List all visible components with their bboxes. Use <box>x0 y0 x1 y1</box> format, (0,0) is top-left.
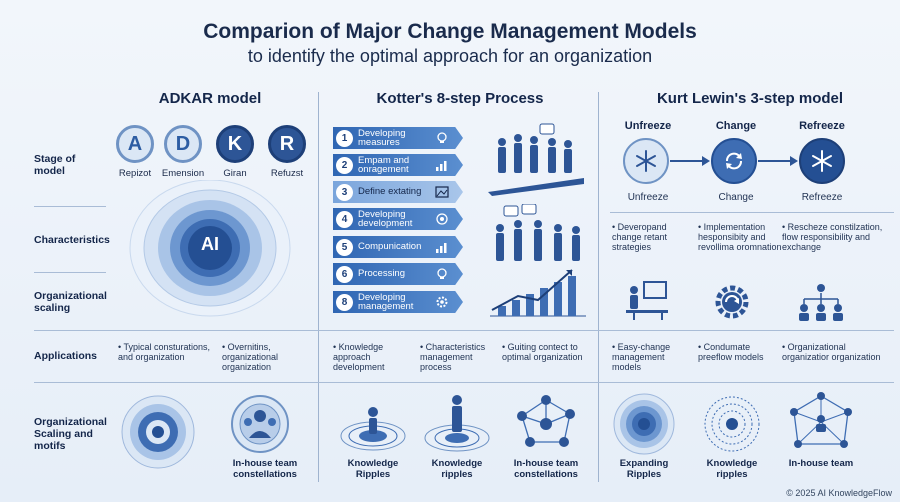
lewin-title: Kurt Lewin's 3-step model <box>656 90 844 107</box>
idea-icon <box>437 268 447 279</box>
gear-icon <box>436 296 448 308</box>
lewin-stage-heading: Change <box>715 120 757 132</box>
adkar-bottom-label: In-house team constellations <box>232 458 298 480</box>
gear-icon <box>715 285 749 319</box>
lewin-characteristic: • Rescheze constilzation, flow responsib… <box>782 222 883 252</box>
row-label-applications: Applications <box>34 350 98 362</box>
settings-people-icon <box>436 213 448 225</box>
team-discussion-illustration <box>496 204 580 261</box>
row-label-characteristics: Characteristics <box>34 234 110 246</box>
page-title: Comparion of Major Change Management Mod… <box>203 20 697 43</box>
lewin-stage-heading: Refreeze <box>799 120 845 132</box>
growth-chart-illustration <box>490 269 586 317</box>
lewin-bottom-label: Expanding Ripples <box>619 458 669 480</box>
kotter-application: • Guiting contect to optimal organizatio… <box>502 342 583 362</box>
row-label-stage: Stage of model <box>34 153 76 177</box>
knowledge-ripples-icon <box>340 407 406 451</box>
lightbulb-icon <box>437 132 447 143</box>
refresh-cycle-icon <box>726 152 742 170</box>
row-divider <box>34 382 894 383</box>
adkar-letter-d: D <box>164 125 202 163</box>
row-divider <box>34 330 894 331</box>
lewin-application: • Organizational organizatior organizati… <box>782 342 881 362</box>
image-icon <box>435 186 449 198</box>
page-subtitle: to identify the optimal approach for an … <box>247 46 653 66</box>
row-label-scaling: Organizational scaling <box>34 290 107 314</box>
lewin-characteristic: • Deveropand change retant strategies <box>612 222 668 252</box>
adkar-application: • Typical consturations, and organizatio… <box>118 342 211 362</box>
team-meeting-illustration <box>488 123 584 196</box>
team-constellation-icon <box>231 395 289 453</box>
expanding-ripples-icon <box>613 393 675 455</box>
adkar-letter-a: A <box>116 125 154 163</box>
row-label-motifs: Organizational Scaling and motifs <box>34 416 107 452</box>
lewin-application: • Condumate preeflow models <box>698 342 764 362</box>
knowledge-ripples-person-icon <box>424 395 490 452</box>
org-hierarchy-icon <box>799 284 843 321</box>
team-network-icon <box>790 392 852 448</box>
kotter-bottom-label: Knowledge ripples <box>431 458 483 480</box>
lewin-application: • Easy-change management models <box>612 342 671 372</box>
lewin-bottom-label: Knowledge ripples <box>706 458 758 480</box>
adkar-letter-label: Refuzst <box>270 168 304 179</box>
person-at-desk-icon <box>626 281 668 320</box>
adkar-letter-k: K <box>216 125 254 163</box>
row-divider <box>610 212 894 213</box>
footer-copyright: © 2025 AI KnowledgeFlow <box>786 488 892 498</box>
lewin-stage-caption: Refreeze <box>801 192 843 203</box>
growth-chart-icon <box>436 161 447 171</box>
column-divider <box>318 92 319 482</box>
adkar-ai-badge: AI <box>201 234 219 254</box>
column-divider <box>598 92 599 482</box>
lewin-characteristic: • Implementation hesponsibity and revoll… <box>698 222 782 252</box>
kotter-bottom-label: In-house team constellations <box>513 458 579 480</box>
kotter-application: • Characteristics management process <box>420 342 486 372</box>
row-divider <box>34 206 106 207</box>
adkar-ripple-graphic <box>129 180 291 317</box>
adkar-letter-label: Giran <box>223 168 247 179</box>
lewin-stage-caption: Unfreeze <box>627 192 669 203</box>
adkar-letter-label: Emension <box>161 168 205 179</box>
row-divider <box>34 272 106 273</box>
kotter-application: • Knowledge approach development <box>333 342 385 372</box>
knowledge-ripples-icon <box>704 396 760 452</box>
lewin-bottom-label: In-house team <box>788 458 854 469</box>
refreeze-snowflake-icon <box>812 150 832 172</box>
adkar-application: • Overnitins, organizational organizatio… <box>222 342 279 372</box>
kotter-bottom-label: Knowledge Ripples <box>347 458 399 480</box>
lewin-stage-caption: Change <box>718 192 754 203</box>
kotter-title: Kotter's 8-step Process <box>376 90 544 107</box>
ripple-target-icon <box>121 395 195 469</box>
lewin-stage-heading: Unfreeze <box>624 120 672 132</box>
adkar-letter-label: Repizot <box>118 168 152 179</box>
adkar-letter-r: R <box>268 125 306 163</box>
snowflake-icon <box>636 150 656 172</box>
adkar-title: ADKAR model <box>158 90 262 107</box>
bar-chart-icon <box>436 243 447 253</box>
network-constellation-icon <box>517 395 575 447</box>
